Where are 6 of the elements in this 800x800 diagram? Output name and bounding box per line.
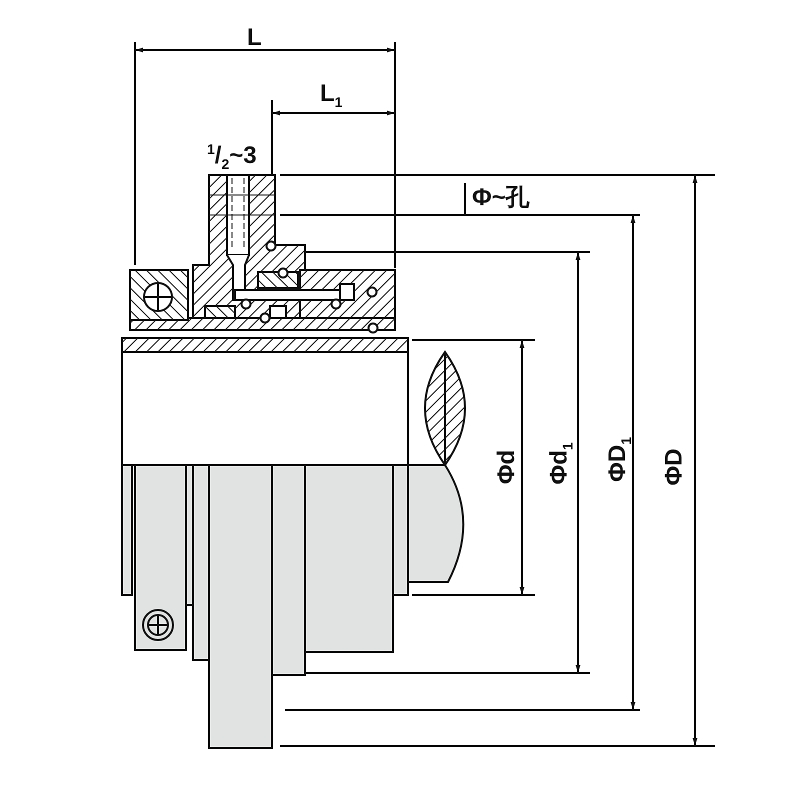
dimension-label: ΦD — [662, 448, 687, 486]
dimension-label: Φ~孔 — [472, 186, 530, 210]
dimension-label: L$_{1}$ — [320, 82, 342, 109]
dimension-label: L — [247, 26, 262, 50]
dimension-label: Φd — [495, 450, 520, 484]
dimension-label: $^{1}$/$_{2}$~3 — [207, 142, 257, 171]
